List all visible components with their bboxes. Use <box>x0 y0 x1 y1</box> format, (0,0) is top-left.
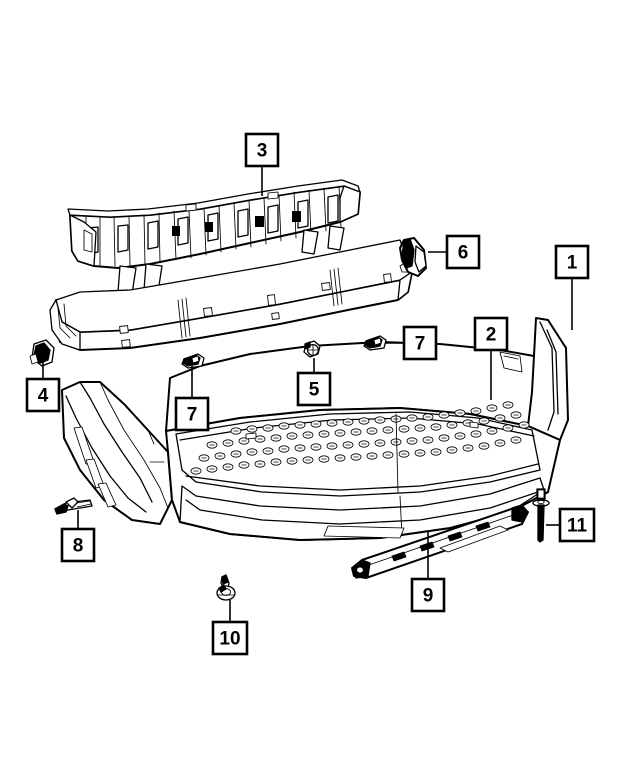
part-push-in-fastener <box>216 574 236 601</box>
callout-6[interactable]: 6 <box>445 234 481 270</box>
leader-lines <box>42 166 573 622</box>
callout-6-number: 6 <box>458 243 469 264</box>
callout-2-number: 2 <box>486 325 497 346</box>
callout-3[interactable]: 3 <box>244 132 280 168</box>
part-screw <box>303 340 321 358</box>
callout-7-lower[interactable]: 7 <box>174 396 210 432</box>
part-reinforcement-beam <box>49 239 413 351</box>
callout-5-number: 5 <box>309 380 320 401</box>
callout-7-lower-number: 7 <box>187 405 198 426</box>
callout-4[interactable]: 4 <box>25 377 61 413</box>
callout-9[interactable]: 9 <box>410 577 446 613</box>
callout-7-upper-number: 7 <box>415 334 426 355</box>
callout-10-number: 10 <box>219 629 240 650</box>
callout-8-number: 8 <box>73 536 84 557</box>
part-u-nut-clip-lower <box>181 353 205 369</box>
callout-1[interactable]: 1 <box>554 244 590 280</box>
part-push-pin-rivet <box>54 497 93 515</box>
callout-1-number: 1 <box>567 253 578 274</box>
step-pad-studs <box>190 401 530 475</box>
callout-11[interactable]: 11 <box>558 507 596 543</box>
callout-4-number: 4 <box>38 386 49 407</box>
callout-11-number: 11 <box>567 516 588 537</box>
callout-2[interactable]: 2 <box>473 316 509 352</box>
part-stud-bolt <box>532 488 550 543</box>
callout-10[interactable]: 10 <box>211 620 249 656</box>
callout-7-upper[interactable]: 7 <box>402 325 438 361</box>
callout-9-number: 9 <box>423 586 434 607</box>
callout-8[interactable]: 8 <box>60 527 96 563</box>
part-energy-absorber <box>67 179 361 295</box>
part-u-nut-clip-upper <box>363 335 387 351</box>
callout-3-number: 3 <box>257 141 268 162</box>
part-retainer-clip <box>29 339 55 367</box>
callout-5[interactable]: 5 <box>296 371 332 407</box>
part-trim-strip <box>351 504 529 579</box>
part-support-bracket <box>399 237 427 277</box>
